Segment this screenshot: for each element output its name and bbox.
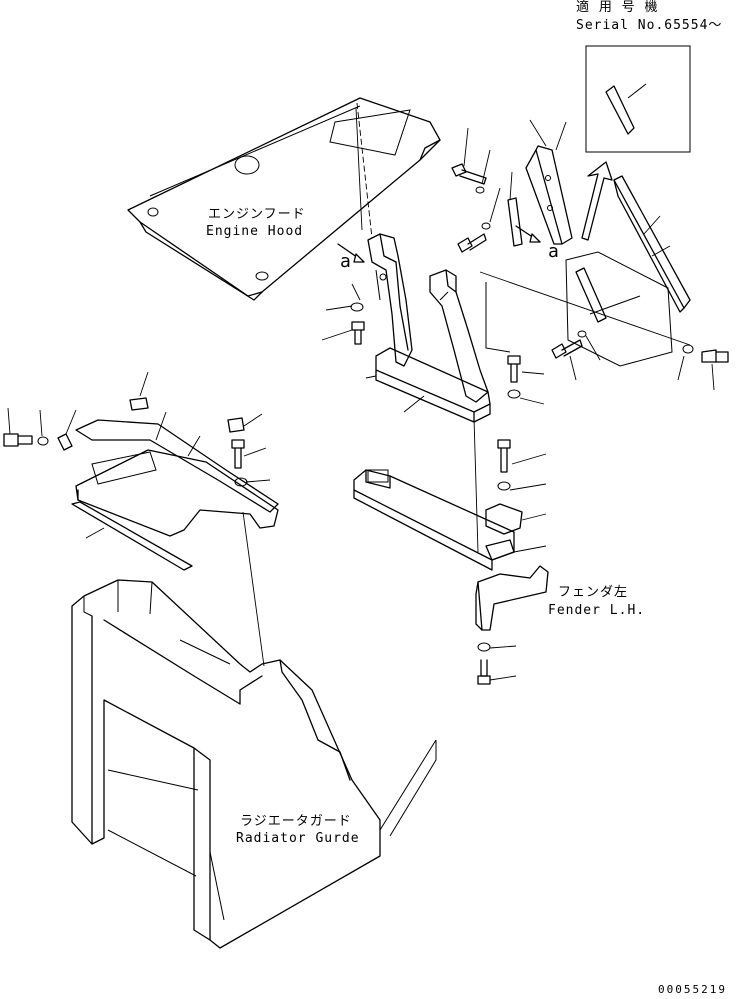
bolt-base <box>507 355 521 383</box>
cap-left <box>129 397 149 411</box>
ref-arrow-right <box>515 225 541 243</box>
engine-hood-label-jp: エンジンフード <box>208 207 306 222</box>
bolt-mid <box>457 233 487 253</box>
radiator-label-en: Radiator Gurde <box>236 831 360 846</box>
bolt-fender <box>477 659 491 685</box>
leader-lines <box>7 107 715 681</box>
serial-label-en: Serial No.65554〜 <box>576 18 723 33</box>
bolt-beam <box>497 439 511 473</box>
washer-right-a <box>577 330 587 338</box>
sealing-strip <box>71 501 193 571</box>
washer-mid <box>481 222 491 230</box>
washer-top <box>475 186 485 194</box>
small-plate <box>507 197 523 247</box>
engine-hood-label-en: Engine Hood <box>206 224 304 239</box>
fender-label-en: Fender L.H. <box>548 603 646 618</box>
fender-label-jp: フェンダ左 <box>558 585 629 600</box>
serial-label-jp: 適 用 号 機 <box>576 0 659 15</box>
cap-mid <box>227 417 245 433</box>
washer-beam <box>497 481 511 491</box>
engine-hood-panel <box>127 97 441 301</box>
bolt-stay <box>351 321 365 345</box>
bolt-left-end <box>3 433 33 447</box>
clip-left-end <box>57 433 73 451</box>
washer-fender <box>477 642 491 652</box>
radiator-guard <box>71 579 437 949</box>
washer-stay <box>350 302 364 312</box>
washer-right-b <box>682 344 694 354</box>
triangle-plate <box>525 145 573 245</box>
support-beam <box>353 469 523 571</box>
fender-bracket <box>475 565 549 631</box>
stay-base-frame <box>365 347 491 423</box>
hood-stay-right <box>429 269 489 403</box>
ref-a-left-label: a <box>340 251 352 272</box>
figure-number: 00055219 <box>658 983 727 996</box>
ref-a-right-label: a <box>548 241 560 262</box>
bolt-right-b <box>701 349 729 363</box>
detail-view-a <box>565 251 673 367</box>
hood-stay-left <box>367 233 413 367</box>
serial-detail-box <box>585 45 691 153</box>
washer-base <box>507 389 521 399</box>
bolt-cover <box>231 439 245 469</box>
cross-bar-left <box>75 419 279 513</box>
bolt-right-a <box>551 339 583 359</box>
top-cover-panel <box>75 449 279 537</box>
direction-arrow <box>581 161 613 241</box>
radiator-label-jp: ラジエータガード <box>240 814 352 829</box>
ref-arrow-left <box>337 243 365 263</box>
bolt-top <box>451 163 487 185</box>
washer-left-end <box>37 436 49 446</box>
guard-rail-right <box>613 175 691 313</box>
